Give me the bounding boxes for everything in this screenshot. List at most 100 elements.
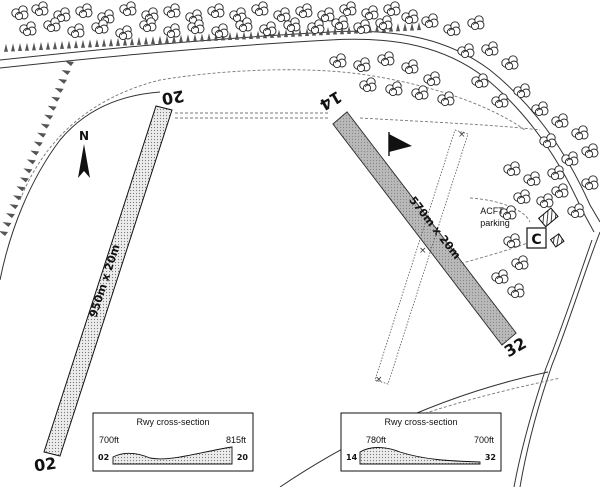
embankment-tick <box>326 26 330 35</box>
tree-icon <box>139 17 157 33</box>
tree-icon <box>411 85 429 101</box>
grass-strip: × × × <box>374 129 469 385</box>
tree-icon <box>19 21 37 37</box>
embankment-tick <box>30 150 40 156</box>
tree-icon <box>471 73 489 89</box>
runway-end-14: 14 <box>316 87 345 115</box>
tree-icon <box>91 19 109 35</box>
tree-icon <box>361 5 379 21</box>
tree-icon <box>457 43 475 59</box>
embankment-tick <box>81 39 85 48</box>
tree-icon <box>401 9 419 25</box>
tree-icon <box>75 3 93 19</box>
tree-icon <box>551 113 569 129</box>
cross-section-right-elevation: 700ft <box>474 435 495 445</box>
tree-icon <box>523 171 541 187</box>
embankment-tick <box>333 26 337 35</box>
tree-icon <box>443 21 461 37</box>
embankment-tick <box>39 41 43 50</box>
tree-icon <box>353 57 371 73</box>
embankment-tick <box>214 32 218 41</box>
embankment-tick <box>2 222 12 228</box>
embankment-tick <box>61 69 71 75</box>
cross-section-panel-02-20: Rwy cross-section 700ft 815ft 02 20 <box>92 412 254 472</box>
embankment-tick <box>137 36 141 45</box>
svg-text:×: × <box>458 130 466 140</box>
embankment-tick <box>340 26 344 35</box>
svg-text:×: × <box>375 375 383 385</box>
terrain-profile <box>359 447 481 465</box>
embankment-tick <box>242 31 246 40</box>
embankment-tick <box>102 38 106 47</box>
embankment-tick <box>172 34 176 43</box>
embankment-tick <box>123 37 127 46</box>
embankment-tick <box>67 40 71 49</box>
embankment-tick <box>410 22 414 31</box>
windsock-icon <box>389 134 412 152</box>
embankment-tick <box>11 43 15 52</box>
clubhouse-building <box>526 227 547 249</box>
embankment-tick <box>249 30 253 39</box>
tree-icon <box>491 269 509 285</box>
embankment-tick <box>37 132 47 138</box>
runway-end-02: 02 <box>33 454 58 476</box>
boundary-road <box>0 30 600 487</box>
tree-icon <box>273 7 291 23</box>
tree-icon <box>551 183 569 199</box>
embankment-tick <box>151 36 155 45</box>
embankment-tick <box>44 114 54 120</box>
tree-icon <box>571 125 589 141</box>
embankment-tick <box>88 39 92 48</box>
embankment-tick <box>256 30 260 39</box>
cross-section-panel-14-32: Rwy cross-section 780ft 700ft 14 32 <box>340 412 502 472</box>
embankment-tick <box>305 28 309 37</box>
embankment-tick <box>54 87 64 93</box>
tree-icon <box>581 143 599 159</box>
tree-cluster <box>11 1 599 299</box>
runway-02-20: 950m x 20m <box>43 105 173 457</box>
tree-icon <box>491 93 509 109</box>
embankment-tick <box>291 28 295 37</box>
embankment-tick <box>4 43 8 52</box>
embankment-tick <box>74 40 78 49</box>
runway-02-20-surface <box>43 105 173 457</box>
embankment-tick <box>207 33 211 42</box>
embankment-tick <box>116 37 120 46</box>
tree-icon <box>401 59 419 75</box>
tree-icon <box>536 193 554 209</box>
perimeter-track <box>19 69 561 416</box>
embankment-tick <box>51 96 61 102</box>
tree-icon <box>11 5 29 21</box>
tree-icon <box>43 17 61 33</box>
embankment-tick <box>46 41 50 50</box>
tree-icon <box>423 71 441 87</box>
tree-icon <box>67 23 85 39</box>
tree-icon <box>31 1 49 17</box>
embankment-tick <box>53 41 57 50</box>
embankment-tick <box>47 105 57 111</box>
tree-icon <box>507 283 525 299</box>
parking-label-line2: parking <box>480 218 510 228</box>
tree-icon <box>503 161 521 177</box>
embankment-tick <box>5 213 15 219</box>
tree-icon <box>211 23 229 39</box>
tree-icon <box>513 189 531 205</box>
embankment-tick <box>277 29 281 38</box>
cross-section-peak-elevation: 780ft <box>366 435 387 445</box>
embankment-tick <box>165 35 169 44</box>
cross-section-title: Rwy cross-section <box>384 417 457 427</box>
embankment-tick <box>186 34 190 43</box>
embankment-tick <box>109 38 113 47</box>
cross-section-left-end: 14 <box>346 453 358 462</box>
tree-icon <box>163 3 181 19</box>
windsock <box>388 132 412 156</box>
cross-section-left-end: 02 <box>98 453 109 462</box>
embankment-tick <box>158 35 162 44</box>
embankment-tick <box>65 61 74 66</box>
hangar-building <box>537 207 559 228</box>
embankment-tick <box>23 168 33 174</box>
tree-icon <box>359 77 377 93</box>
embankment-tick <box>375 24 379 33</box>
tree-icon <box>295 3 313 19</box>
